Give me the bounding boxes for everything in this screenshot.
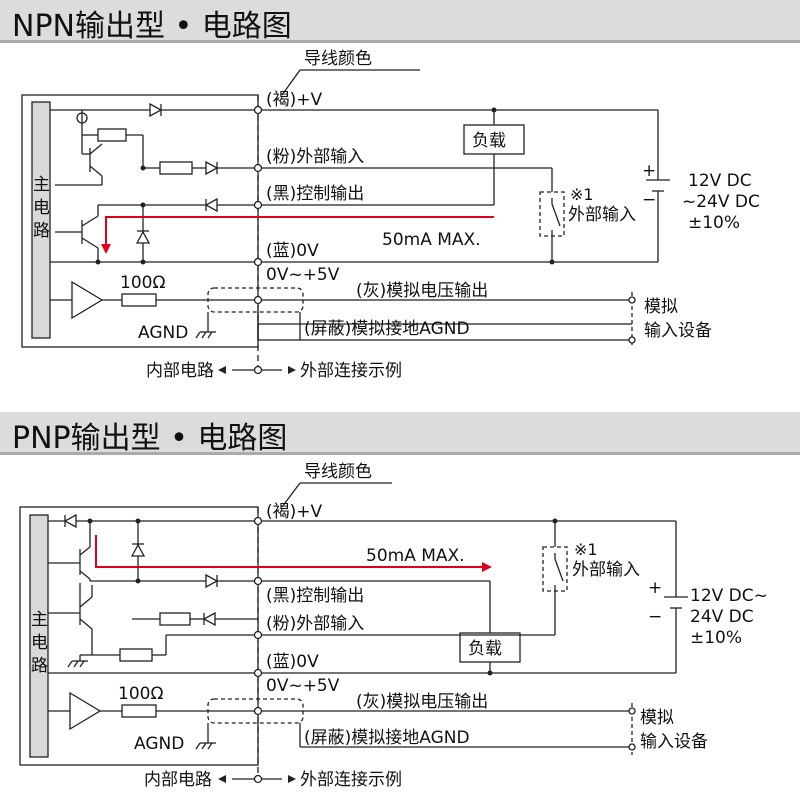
npn-current-arrow: [101, 216, 494, 254]
npn-max-current-label: 50mA MAX.: [382, 230, 481, 250]
svg-text:电: 电: [31, 633, 48, 653]
pnp-main-circuit-block: [29, 514, 49, 758]
npn-analog-range-label: 0V~+5V: [266, 265, 340, 285]
svg-text:路: 路: [33, 221, 50, 241]
svg-text:主: 主: [31, 610, 48, 630]
npn-external-example-label: 外部连接示例: [300, 361, 402, 381]
npn-section-title: NPN输出型 • 电路图: [12, 9, 292, 44]
npn-internal-label: 内部电路: [146, 361, 214, 381]
npn-wire-black: (黑)控制输出: [266, 184, 364, 204]
svg-text:路: 路: [31, 656, 48, 676]
svg-text:输入设备: 输入设备: [640, 732, 708, 752]
pnp-analog-range-label: 0V~+5V: [266, 676, 340, 696]
pnp-current-arrow: [95, 535, 492, 572]
npn-agnd-label: AGND: [138, 323, 188, 343]
pnp-section-title: PNP输出型 • 电路图: [12, 421, 288, 456]
svg-text:模拟: 模拟: [644, 297, 678, 317]
npn-supply-label: 12V DC ~24V DC ±10%: [682, 171, 760, 233]
pnp-supply-label: 12V DC~ 24V DC ±10%: [690, 586, 768, 648]
pnp-wire-black: (黑)控制输出: [266, 586, 364, 606]
pnp-load-label: 负载: [468, 639, 502, 659]
pnp-main-circuit-label: 主 电 路: [31, 610, 48, 676]
pnp-external-input-label: 外部输入: [572, 560, 640, 580]
npn-internal-frame: [21, 94, 259, 348]
pnp-circuit-diagram: 导线颜色 主 电 路 (褐)+V 50mA MAX. (黑)控制输出 (粉)外部…: [19, 462, 768, 790]
pnp-wire-blue: (蓝)0V: [266, 652, 319, 672]
pnp-wire-pink: (粉)外部输入: [266, 614, 364, 634]
svg-text:主: 主: [33, 175, 50, 195]
npn-supply-minus: −: [642, 190, 656, 210]
npn-wire-blue: (蓝)0V: [266, 241, 319, 261]
pnp-section-header: PNP输出型 • 电路图: [0, 412, 800, 456]
npn-section-header: NPN输出型 • 电路图: [0, 0, 800, 44]
npn-supply-plus: +: [642, 161, 656, 181]
npn-load-box: [463, 124, 525, 155]
svg-text:输入设备: 输入设备: [644, 321, 712, 341]
svg-text:24V DC: 24V DC: [690, 607, 754, 627]
svg-text:电: 电: [33, 198, 50, 218]
pnp-external-example-label: 外部连接示例: [300, 770, 402, 790]
npn-external-input-label: 外部输入: [568, 205, 636, 225]
npn-main-circuit-block: [31, 101, 51, 339]
pnp-analog-device-label: 模拟 输入设备: [640, 708, 708, 752]
svg-text:~24V DC: ~24V DC: [682, 192, 760, 212]
npn-analog-device-label: 模拟 输入设备: [644, 297, 712, 341]
svg-text:12V DC~: 12V DC~: [690, 586, 768, 606]
npn-note-mark: ※1: [570, 185, 594, 204]
pnp-internal-label: 内部电路: [144, 770, 212, 790]
npn-load-label: 负载: [472, 131, 506, 151]
svg-text:12V DC: 12V DC: [688, 171, 752, 191]
pnp-resistor-label: 100Ω: [118, 684, 163, 704]
npn-wire-color-label: 导线颜色: [304, 49, 372, 69]
npn-wire-gray: (灰)模拟电压输出: [356, 281, 488, 301]
npn-wire-brown: (褐)+V: [266, 90, 323, 110]
pnp-agnd-label: AGND: [134, 734, 184, 754]
svg-text:模拟: 模拟: [640, 708, 674, 728]
pnp-max-current-label: 50mA MAX.: [366, 546, 465, 566]
svg-text:±10%: ±10%: [688, 213, 740, 233]
npn-main-circuit-label: 主 电 路: [33, 175, 50, 241]
pnp-supply-minus: −: [648, 607, 662, 627]
pnp-wire-shield: (屏蔽)模拟接地AGND: [304, 728, 470, 748]
pnp-wire-color-label: 导线颜色: [304, 462, 372, 482]
npn-wire-pink: (粉)外部输入: [266, 147, 364, 167]
pnp-supply-plus: +: [648, 578, 662, 598]
npn-resistor-label: 100Ω: [120, 273, 165, 293]
pnp-note-mark: ※1: [574, 540, 598, 559]
npn-circuit-diagram: 导线颜色 主 电 路 (褐)+V (粉)外部输入 (黑)控制输出 (蓝)0V 负…: [21, 49, 760, 381]
pnp-load-box: [459, 632, 521, 663]
svg-text:±10%: ±10%: [690, 628, 742, 648]
npn-wire-shield: (屏蔽)模拟接地AGND: [304, 319, 470, 339]
pnp-wire-gray: (灰)模拟电压输出: [356, 692, 488, 712]
pnp-wire-brown: (褐)+V: [266, 502, 323, 522]
